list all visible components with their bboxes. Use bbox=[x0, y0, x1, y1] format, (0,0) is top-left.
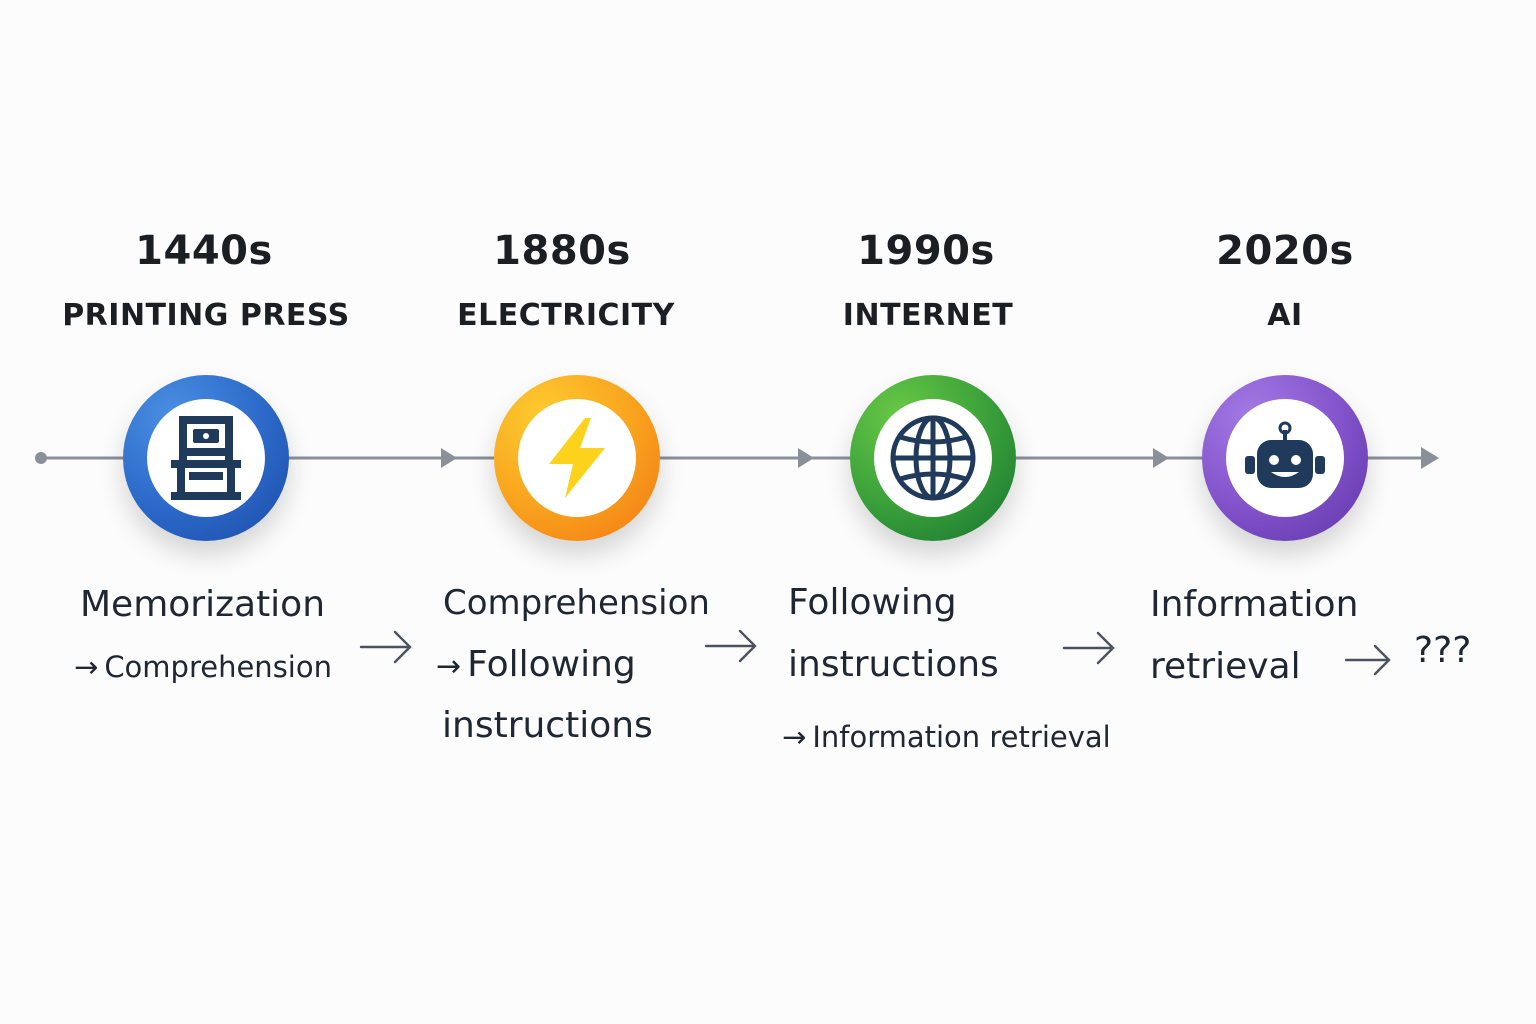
stage-year: 1440s bbox=[135, 228, 273, 274]
stage-title: AI bbox=[1267, 298, 1303, 333]
stage-title: INTERNET bbox=[842, 298, 1014, 333]
transition-arrow bbox=[1062, 631, 1115, 665]
timeline-arrowhead bbox=[798, 448, 814, 468]
stage-description-to: →Following bbox=[436, 634, 636, 698]
stage-description-to-text: Comprehension bbox=[104, 650, 332, 684]
globe-icon bbox=[890, 415, 976, 501]
lightning-bolt-icon bbox=[549, 418, 605, 498]
stage-description-from-line1: Following bbox=[788, 582, 957, 623]
transition-arrow bbox=[704, 629, 757, 663]
arrow-symbol: → bbox=[782, 720, 807, 754]
stage-year: 1990s bbox=[857, 228, 995, 274]
stage-year: 2020s bbox=[1216, 228, 1354, 274]
stage-circle-printing-press bbox=[123, 375, 289, 541]
stage-title: ELECTRICITY bbox=[457, 298, 675, 333]
stage-title: PRINTING PRESS bbox=[62, 298, 350, 333]
stage-circle-ai bbox=[1202, 375, 1368, 541]
timeline-start-dot bbox=[35, 452, 47, 464]
stage-description-to-text: Information retrieval bbox=[812, 720, 1111, 754]
robot-icon bbox=[1245, 421, 1325, 488]
stage-icon-container bbox=[1226, 399, 1344, 517]
timeline-end-arrowhead bbox=[1421, 447, 1439, 469]
transition-arrow bbox=[1344, 644, 1391, 676]
stage-circle-internet bbox=[850, 375, 1016, 541]
stage-description-from: Comprehension bbox=[443, 583, 710, 623]
arrow-symbol: → bbox=[436, 649, 462, 684]
stage-description-to-line2: instructions bbox=[442, 705, 653, 746]
stage-description-to-line1: Following bbox=[467, 644, 636, 685]
arrow-symbol: → bbox=[74, 650, 99, 684]
stage-description-from-line2: instructions bbox=[788, 644, 999, 685]
stage-description-from-line2: retrieval bbox=[1150, 646, 1301, 687]
printing-press-icon bbox=[171, 416, 241, 500]
stage-description-from: Memorization bbox=[80, 584, 326, 625]
stage-icon-container bbox=[147, 399, 265, 517]
transition-arrow bbox=[359, 630, 412, 664]
stage-icon-container bbox=[874, 399, 992, 517]
stage-description-to: →Information retrieval bbox=[782, 717, 1111, 757]
stage-description-to: →Comprehension bbox=[74, 647, 332, 687]
stage-circle-electricity bbox=[494, 375, 660, 541]
stage-icon-container bbox=[518, 399, 636, 517]
future-unknown-label: ??? bbox=[1414, 630, 1472, 671]
timeline-arrowhead bbox=[1153, 448, 1169, 468]
stage-description-from-line1: Information bbox=[1150, 584, 1359, 625]
timeline-arrowhead bbox=[441, 448, 457, 468]
stage-year: 1880s bbox=[493, 228, 631, 274]
